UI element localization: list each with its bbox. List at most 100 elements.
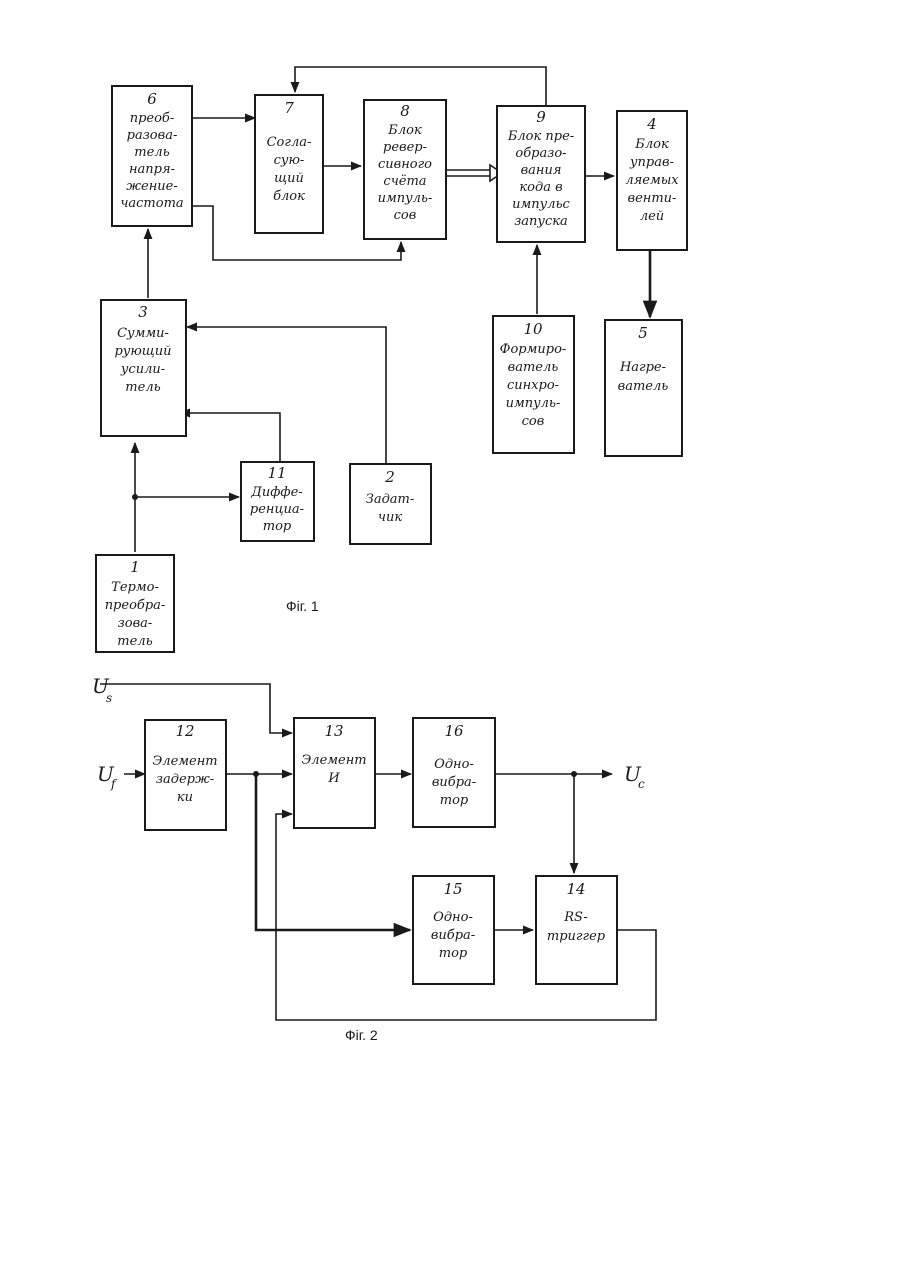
block-6-line-4: напря- [129,162,175,177]
block-3-line-4: тель [125,380,160,395]
block-3-line-2: рующий [114,344,171,359]
block-6: 6 преоб- разова- тель напря- жение- част… [112,86,192,226]
block-3-number: 3 [138,303,148,321]
signal-uc: U c [624,762,645,791]
block-1-line-2: преобра- [105,598,166,613]
block-6-line-2: разова- [127,128,178,143]
figure-2-caption: Фіг. 2 [345,1027,378,1043]
block-2-line-1: Задат- [366,492,415,507]
block-4-line-4: венти- [628,191,677,206]
block-13-line-1: Элемент [301,753,366,768]
block-8-line-5: импуль- [378,191,433,206]
block-7: 7 Согла- сую- щий блок [255,95,323,233]
block-11-line-1: Диффе- [250,485,302,500]
block-7-line-3: щий [274,171,304,186]
block-6-line-6: частота [120,196,183,211]
block-4-line-2: управ- [629,155,674,170]
block-14-line-2: триггер [547,929,606,944]
block-9-line-4: кода в [519,180,562,195]
block-13-number: 13 [324,722,343,740]
block-7-line-4: блок [273,189,305,204]
block-13-line-2: И [327,771,340,786]
block-11-line-3: тор [263,519,292,534]
block-8-line-4: счёта [383,174,426,189]
figure-1: 6 преоб- разова- тель напря- жение- част… [96,67,687,652]
block-6-line-5: жение- [126,179,178,194]
block-3: 3 Сумми- рующий усили- тель [101,300,186,436]
block-15-line-2: вибра- [431,928,475,943]
block-15-line-3: тор [439,946,468,961]
block-12: 12 Элемент задерж- ки [145,720,226,830]
block-12-line-3: ки [177,790,193,805]
block-10: 10 Формиро- ватель синхро- импуль- сов [493,316,574,453]
block-2-line-2: чик [378,510,402,525]
block-7-line-2: сую- [274,153,305,168]
block-4-number: 4 [646,115,657,133]
block-10-number: 10 [523,320,543,338]
signal-us: U s [92,674,112,705]
block-14-number: 14 [566,880,585,898]
block-16-number: 16 [444,722,464,740]
block-9-number: 9 [536,108,546,126]
block-5-line-1: Нагре- [619,360,666,375]
block-9-line-6: запуска [514,214,568,229]
block-9-line-5: импульс [512,197,570,212]
signal-uc-sub: c [638,777,645,791]
block-4-line-3: ляемых [625,173,679,188]
block-9-line-2: образо- [515,146,566,161]
block-16-line-3: тор [440,793,469,808]
signal-us-sub: s [106,691,112,705]
block-3-line-3: усили- [120,362,165,377]
block-3-line-1: Сумми- [117,326,169,341]
block-9-line-1: Блок пре- [507,129,574,144]
block-8-number: 8 [400,102,410,120]
block-7-line-1: Согла- [267,135,312,150]
block-10-line-3: синхро- [507,378,559,393]
wire-11-to-3 [180,413,280,462]
block-14: 14 RS- триггер [536,876,617,984]
block-1-line-3: зова- [118,616,153,631]
block-11-line-2: ренциа- [250,502,304,517]
block-12-line-2: задерж- [156,772,214,787]
block-8-line-6: сов [394,208,417,223]
block-8-line-2: ревер- [383,140,427,155]
block-13: 13 Элемент И [294,718,375,828]
junction-dot [132,494,138,500]
block-6-number: 6 [147,90,157,108]
block-8: 8 Блок ревер- сивного счёта импуль- сов [364,100,446,239]
block-5-number: 5 [638,324,648,342]
figure-2: U s U f U c 12 Элемент задерж- ки 13 Эле… [92,674,656,1043]
block-1: 1 Термо- преобра- зова- тель [96,555,174,652]
block-15-number: 15 [443,880,462,898]
block-11-number: 11 [267,464,286,482]
wire-2-to-3 [187,327,386,464]
block-4: 4 Блок управ- ляемых венти- лей [617,111,687,250]
block-4-line-5: лей [640,209,664,224]
block-5-line-2: ватель [618,379,669,394]
block-12-line-1: Элемент [152,754,217,769]
block-5: 5 Нагре- ватель [605,320,682,456]
block-16: 16 Одно- вибра- тор [413,718,495,827]
block-11: 11 Диффе- ренциа- тор [241,462,314,541]
block-15-line-1: Одно- [433,910,473,925]
block-8-line-3: сивного [378,157,432,172]
signal-uf-sub: f [110,777,118,791]
block-10-line-2: ватель [508,360,559,375]
block-9: 9 Блок пре- образо- вания кода в импульс… [497,106,585,242]
block-6-line-3: тель [134,145,169,160]
block-1-line-1: Термо- [111,580,159,595]
block-4-line-1: Блок [634,137,669,152]
block-10-line-5: сов [522,414,545,429]
block-15: 15 Одно- вибра- тор [413,876,494,984]
block-2-number: 2 [384,468,395,486]
figure-1-caption: Фіг. 1 [286,598,319,614]
signal-uf: U f [97,762,118,791]
block-7-number: 7 [284,99,294,117]
block-6-line-1: преоб- [130,111,175,126]
block-8-line-1: Блок [387,123,422,138]
block-16-line-2: вибра- [432,775,476,790]
block-1-line-4: тель [117,634,152,649]
block-9-line-3: вания [521,163,562,178]
block-14-line-1: RS- [563,910,588,925]
